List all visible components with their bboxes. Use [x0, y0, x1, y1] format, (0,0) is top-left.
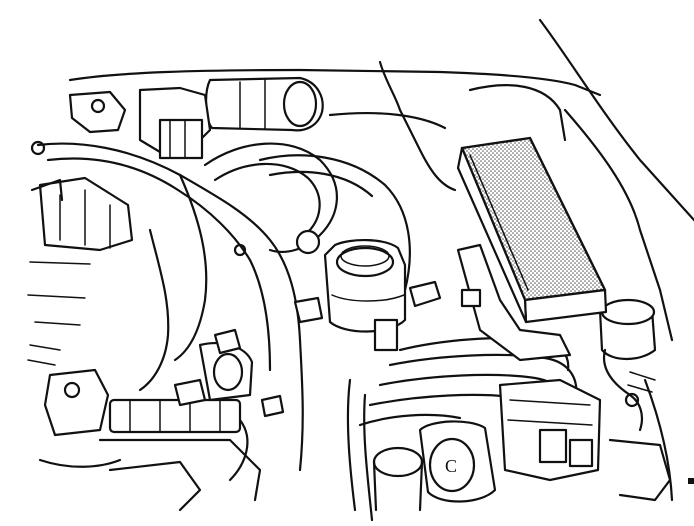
- right-edge-tab: [688, 478, 694, 484]
- left-lower-bracket: [43, 368, 110, 437]
- bottom-left-hose: [38, 458, 122, 468]
- throttle-body-bore: [212, 352, 244, 392]
- brake-booster-rim: [268, 170, 374, 198]
- right-fender-bottom: [643, 378, 674, 502]
- reservoir-mount-bracket: [408, 280, 442, 308]
- valve-connector-a: [538, 428, 568, 464]
- injector-rail: [108, 398, 242, 434]
- reservoir-cap: [335, 246, 395, 278]
- pump-cap-letter: C: [445, 456, 457, 476]
- engine-block-line-2: [108, 460, 202, 512]
- brake-line-drop-a: [346, 378, 357, 512]
- firewall-lower-line: [328, 112, 447, 130]
- pump-end-cap: [428, 437, 476, 493]
- reservoir-seam: [331, 294, 405, 302]
- left-edge-strokes: [27, 261, 91, 326]
- right-hose-clamp: [624, 392, 640, 408]
- vacuum-hose-fitting: [295, 229, 321, 255]
- strut-tower-outline: [468, 84, 567, 142]
- harness-clip-b: [260, 394, 285, 418]
- brake-line-5: [358, 413, 462, 427]
- harness-branch-b: [138, 228, 170, 392]
- fuse-box-bracket: [456, 243, 572, 362]
- lower-reservoir-body: [372, 460, 424, 512]
- fuse-box-side-face: [456, 146, 528, 324]
- brake-line-drop-b: [363, 393, 374, 522]
- relay-block-tab: [30, 178, 64, 202]
- relay-block-detail: [59, 189, 111, 249]
- right-reservoir-cap: [600, 298, 656, 326]
- hood-hinge-line: [378, 60, 457, 192]
- injector-rail-detail: [129, 399, 221, 433]
- valve-connector-b: [568, 438, 594, 468]
- firewall-outline: [68, 68, 602, 97]
- right-fender-inner: [563, 108, 674, 342]
- reservoir-cap-top: [340, 245, 390, 267]
- right-lower-bracket: [608, 438, 672, 502]
- right-clamp-lines: [627, 371, 656, 393]
- right-fender-outline: [538, 18, 694, 222]
- main-harness-lower: [46, 157, 272, 372]
- fuse-box-lid-line: [469, 154, 529, 291]
- harness-branch-a: [173, 173, 208, 362]
- right-reservoir-hose: [602, 348, 644, 432]
- valve-block-detail: [507, 399, 593, 426]
- wiper-connector-lines: [169, 119, 186, 159]
- spark-plug-wire: [228, 418, 249, 482]
- left-edge-hatching: [27, 344, 61, 366]
- small-valve-fitting: [293, 296, 324, 324]
- harness-end-clip: [30, 140, 46, 156]
- wiper-connector-block: [158, 118, 204, 160]
- engine-block-line-1: [98, 438, 262, 502]
- lower-cap: [372, 446, 424, 478]
- left-bracket-outline: [68, 90, 127, 134]
- vacuum-hose-inner: [213, 162, 321, 234]
- brake-booster-dome: [258, 154, 411, 292]
- harness-grommet: [233, 243, 247, 257]
- injector-connector: [173, 378, 207, 407]
- reservoir-connector: [373, 318, 399, 352]
- main-harness-upper: [36, 142, 304, 472]
- mount-bolt-left: [90, 98, 106, 114]
- wiper-motor-rib: [239, 79, 266, 130]
- left-lower-bolt: [63, 381, 81, 399]
- wiper-motor-end-cap: [282, 80, 318, 128]
- harness-clip-a: [213, 328, 242, 355]
- fuse-box-bracket-bolt: [460, 288, 482, 308]
- relay-block: [38, 176, 134, 252]
